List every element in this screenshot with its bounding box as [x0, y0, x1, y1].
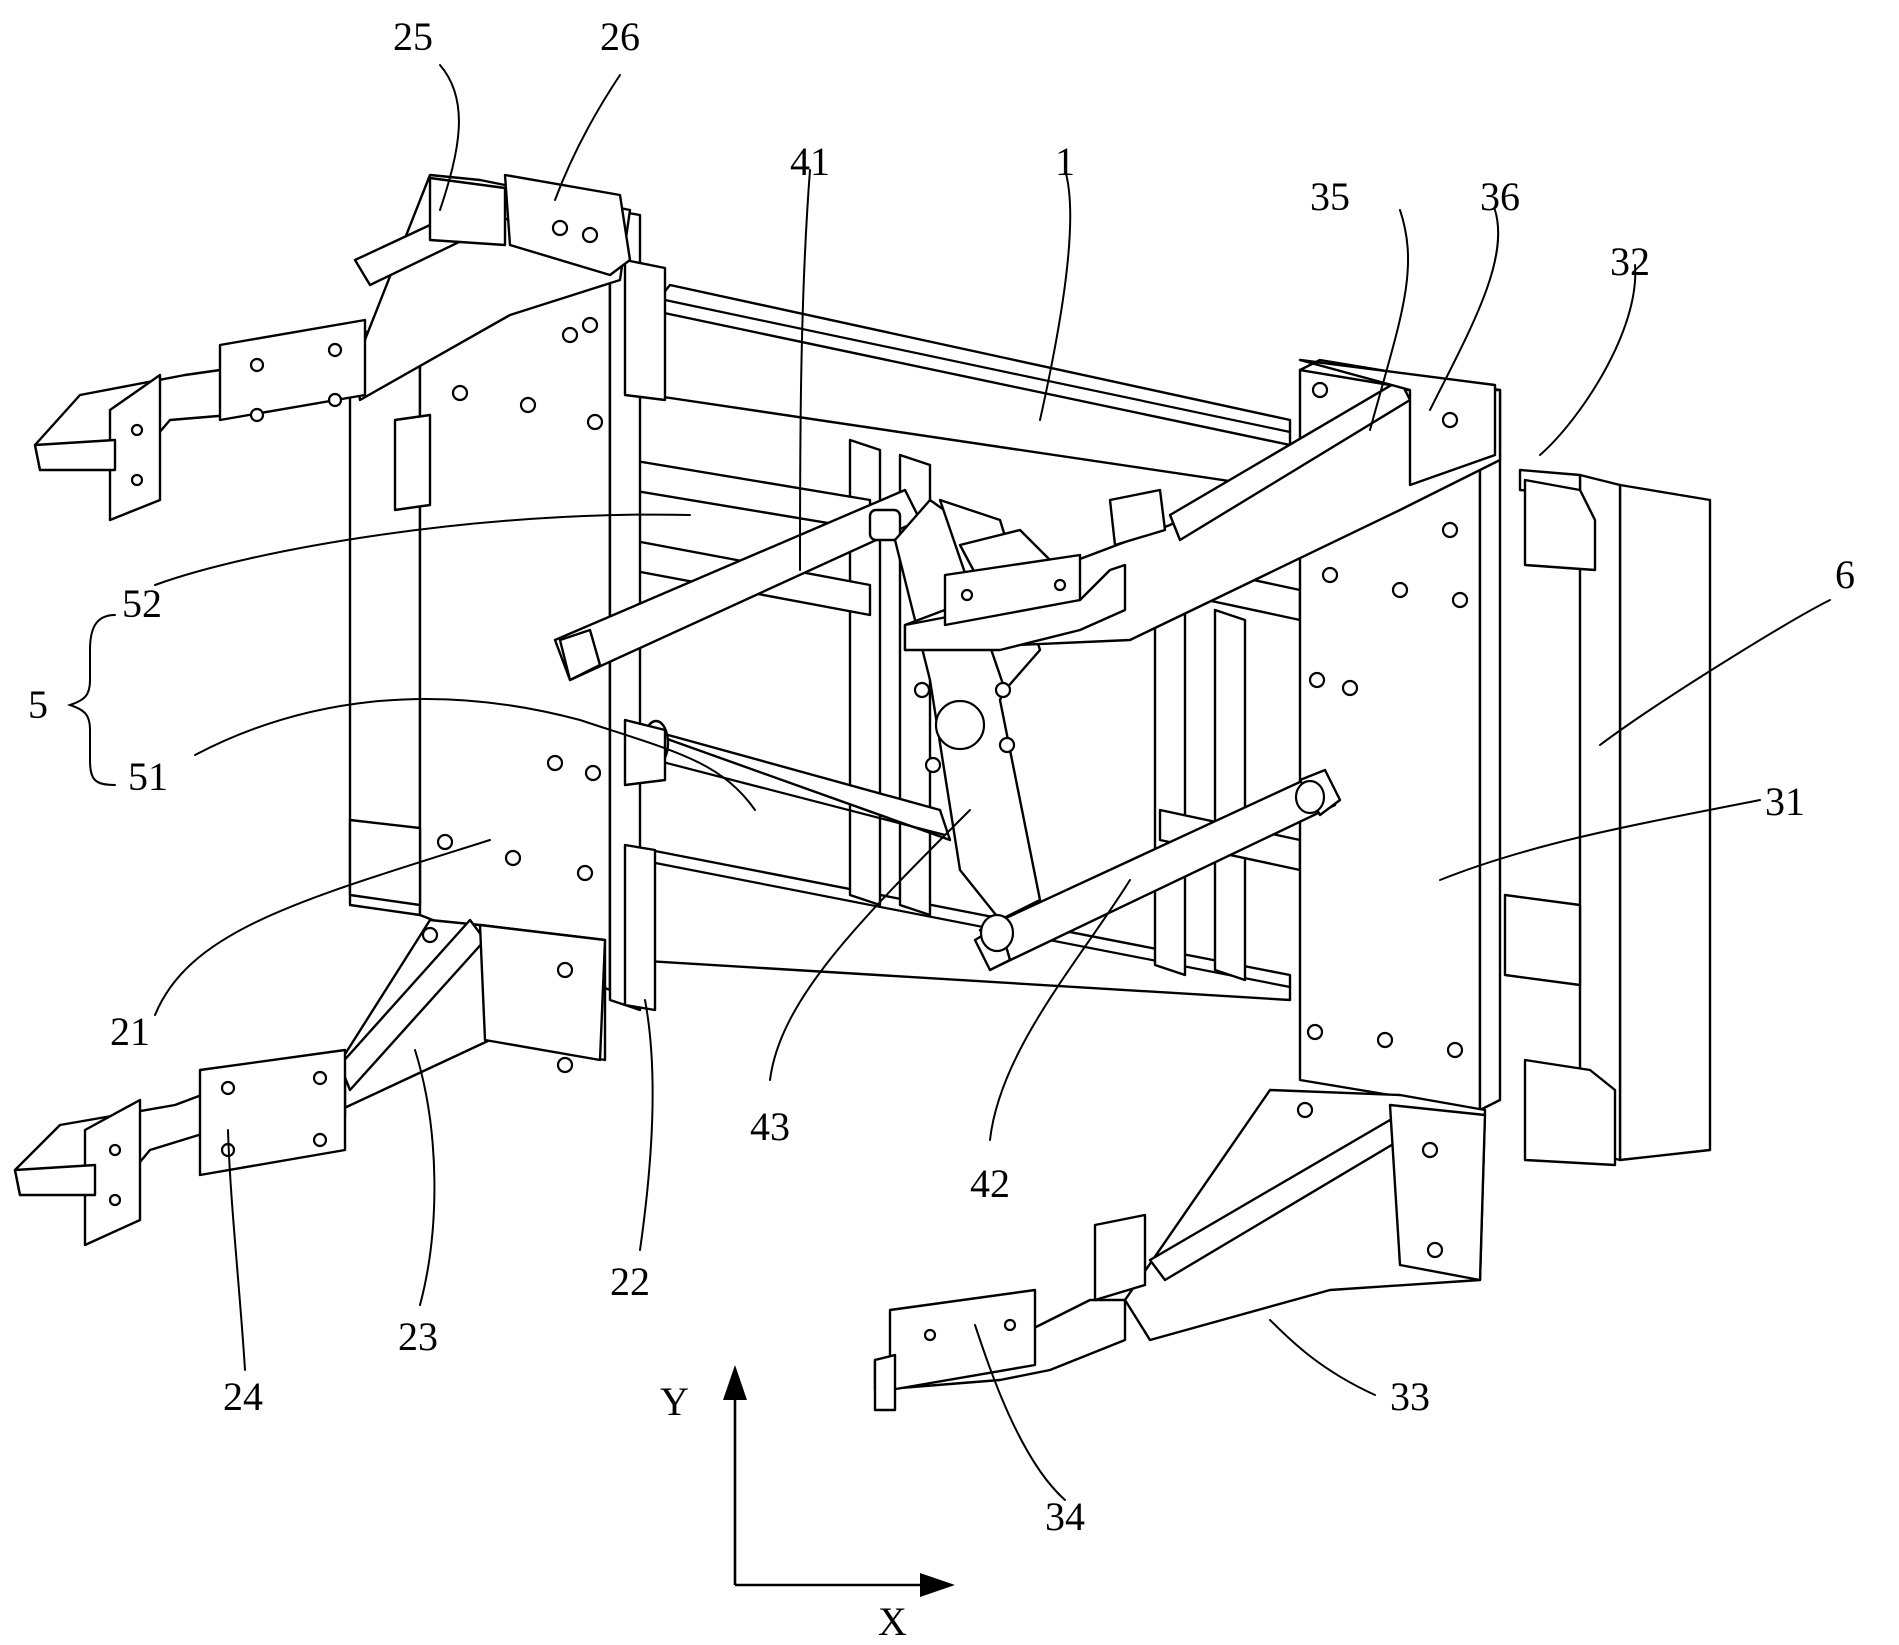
label-41: 41	[790, 139, 830, 184]
label-35: 35	[1310, 174, 1350, 219]
reference-labels: 25 26 41 1 35 36 32 6 52 5 51 31 21 43 4…	[28, 14, 1855, 1539]
label-42: 42	[970, 1161, 1010, 1206]
y-axis-label: Y	[660, 1379, 689, 1424]
upper-right-arm-35	[903, 358, 1502, 652]
link-42	[973, 768, 1342, 972]
label-24: 24	[223, 1374, 263, 1419]
lower-right-arm-33	[873, 1088, 1487, 1412]
link-41	[553, 488, 922, 682]
x-axis-arrow	[920, 1573, 955, 1597]
lower-left-arm-23	[13, 918, 607, 1247]
label-31: 31	[1765, 779, 1805, 824]
label-21: 21	[110, 1009, 150, 1054]
label-25: 25	[393, 14, 433, 59]
label-43: 43	[750, 1104, 790, 1149]
label-34: 34	[1045, 1494, 1085, 1539]
label-52: 52	[122, 581, 162, 626]
upper-left-arm-25	[33, 173, 632, 522]
label-1: 1	[1055, 139, 1075, 184]
label-51: 51	[128, 754, 168, 799]
rod-assembly-5	[623, 718, 952, 842]
x-axis-label: X	[878, 1599, 907, 1644]
back-plate-6	[1503, 468, 1712, 1167]
coordinate-axes: Y X	[660, 1365, 955, 1644]
label-26: 26	[600, 14, 640, 59]
label-5: 5	[28, 682, 48, 727]
label-23: 23	[398, 1314, 438, 1359]
y-axis-arrow	[723, 1365, 747, 1400]
leader-lines	[66, 64, 1831, 1501]
label-33: 33	[1390, 1374, 1430, 1419]
left-plate-21	[348, 198, 667, 1012]
label-6: 6	[1835, 552, 1855, 597]
label-22: 22	[610, 1259, 650, 1304]
label-36: 36	[1480, 174, 1520, 219]
label-32: 32	[1610, 239, 1650, 284]
